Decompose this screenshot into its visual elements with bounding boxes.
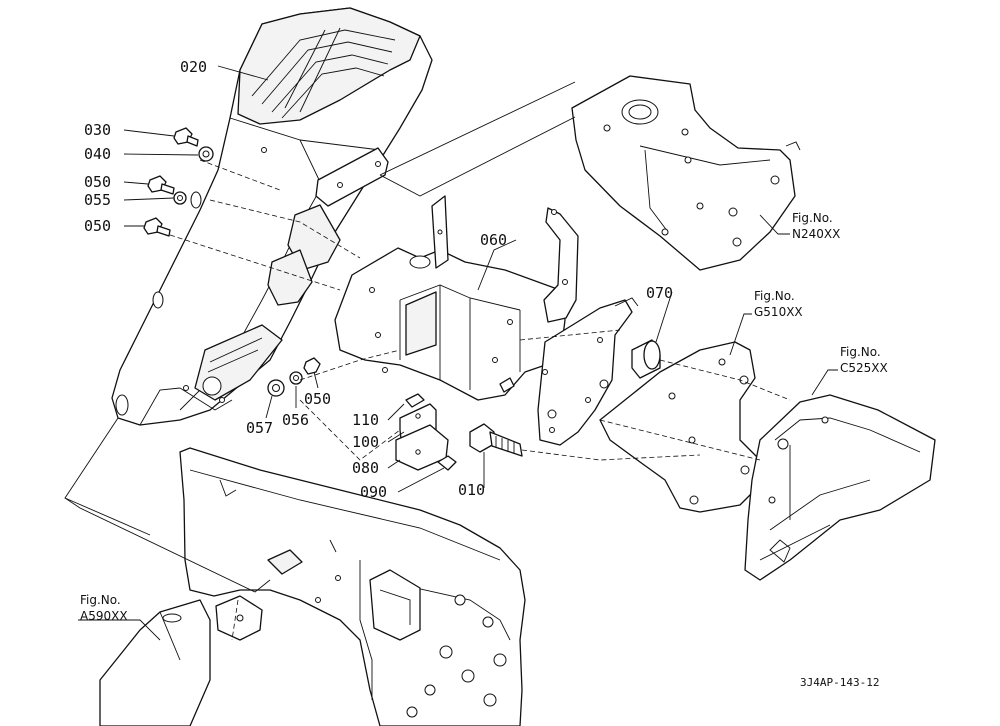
plate-g510	[599, 341, 761, 513]
fig-ref-n240: Fig.No. N240XX	[792, 211, 840, 241]
label-050-a: 050	[84, 173, 111, 191]
top-bracket-n240	[571, 75, 801, 271]
fig-ref-g510-label: Fig.No.	[754, 289, 795, 303]
label-050-c: 050	[304, 390, 331, 408]
label-030: 030	[84, 121, 111, 139]
fastener-050-right	[303, 357, 321, 375]
fig-ref-n240-code: N240XX	[792, 227, 840, 241]
fig-ref-c525-label: Fig.No.	[840, 345, 881, 359]
label-057: 057	[246, 419, 273, 437]
lower-frame	[179, 447, 526, 726]
fig-ref-g510: Fig.No. G510XX	[754, 289, 803, 319]
label-110: 110	[352, 411, 379, 429]
column-020	[111, 7, 433, 426]
washer-055	[173, 191, 187, 205]
label-056: 056	[282, 411, 309, 429]
fig-ref-g510-code: G510XX	[754, 305, 803, 319]
fastener-050-upper	[147, 175, 175, 195]
frame-060	[334, 195, 579, 401]
label-060: 060	[480, 231, 507, 249]
reference-lines	[64, 81, 791, 641]
column-clip	[315, 147, 389, 207]
drawing-ref: 3J4AP-143-12	[800, 676, 879, 689]
washer-057	[267, 379, 285, 397]
panel-a590	[99, 599, 211, 726]
label-055: 055	[84, 191, 111, 209]
part-c525	[744, 394, 936, 581]
fig-ref-n240-label: Fig.No.	[792, 211, 833, 225]
label-070: 070	[646, 284, 673, 302]
label-020: 020	[180, 58, 207, 76]
fig-ref-c525-code: C525XX	[840, 361, 888, 375]
label-leaders	[78, 65, 838, 641]
label-080: 080	[352, 459, 379, 477]
fig-ref-a590: Fig.No. A590XX	[80, 593, 128, 623]
bolt-010	[469, 423, 523, 457]
fig-ref-c525: Fig.No. C525XX	[840, 345, 888, 375]
fastener-030	[173, 127, 199, 147]
label-040: 040	[84, 145, 111, 163]
fig-ref-a590-code: A590XX	[80, 609, 128, 623]
label-100: 100	[352, 433, 379, 451]
spacer-070	[631, 339, 661, 379]
label-010: 010	[458, 481, 485, 499]
label-090: 090	[360, 483, 387, 501]
part-labels: 020 030 040 050 055 050 060 070 110 100 …	[84, 58, 673, 501]
bracket-assembly-080	[395, 377, 515, 471]
washer-056	[289, 371, 303, 385]
label-050-b: 050	[84, 217, 111, 235]
fig-ref-a590-label: Fig.No.	[80, 593, 121, 607]
fastener-050-lower	[143, 217, 171, 237]
washer-040	[198, 146, 214, 162]
